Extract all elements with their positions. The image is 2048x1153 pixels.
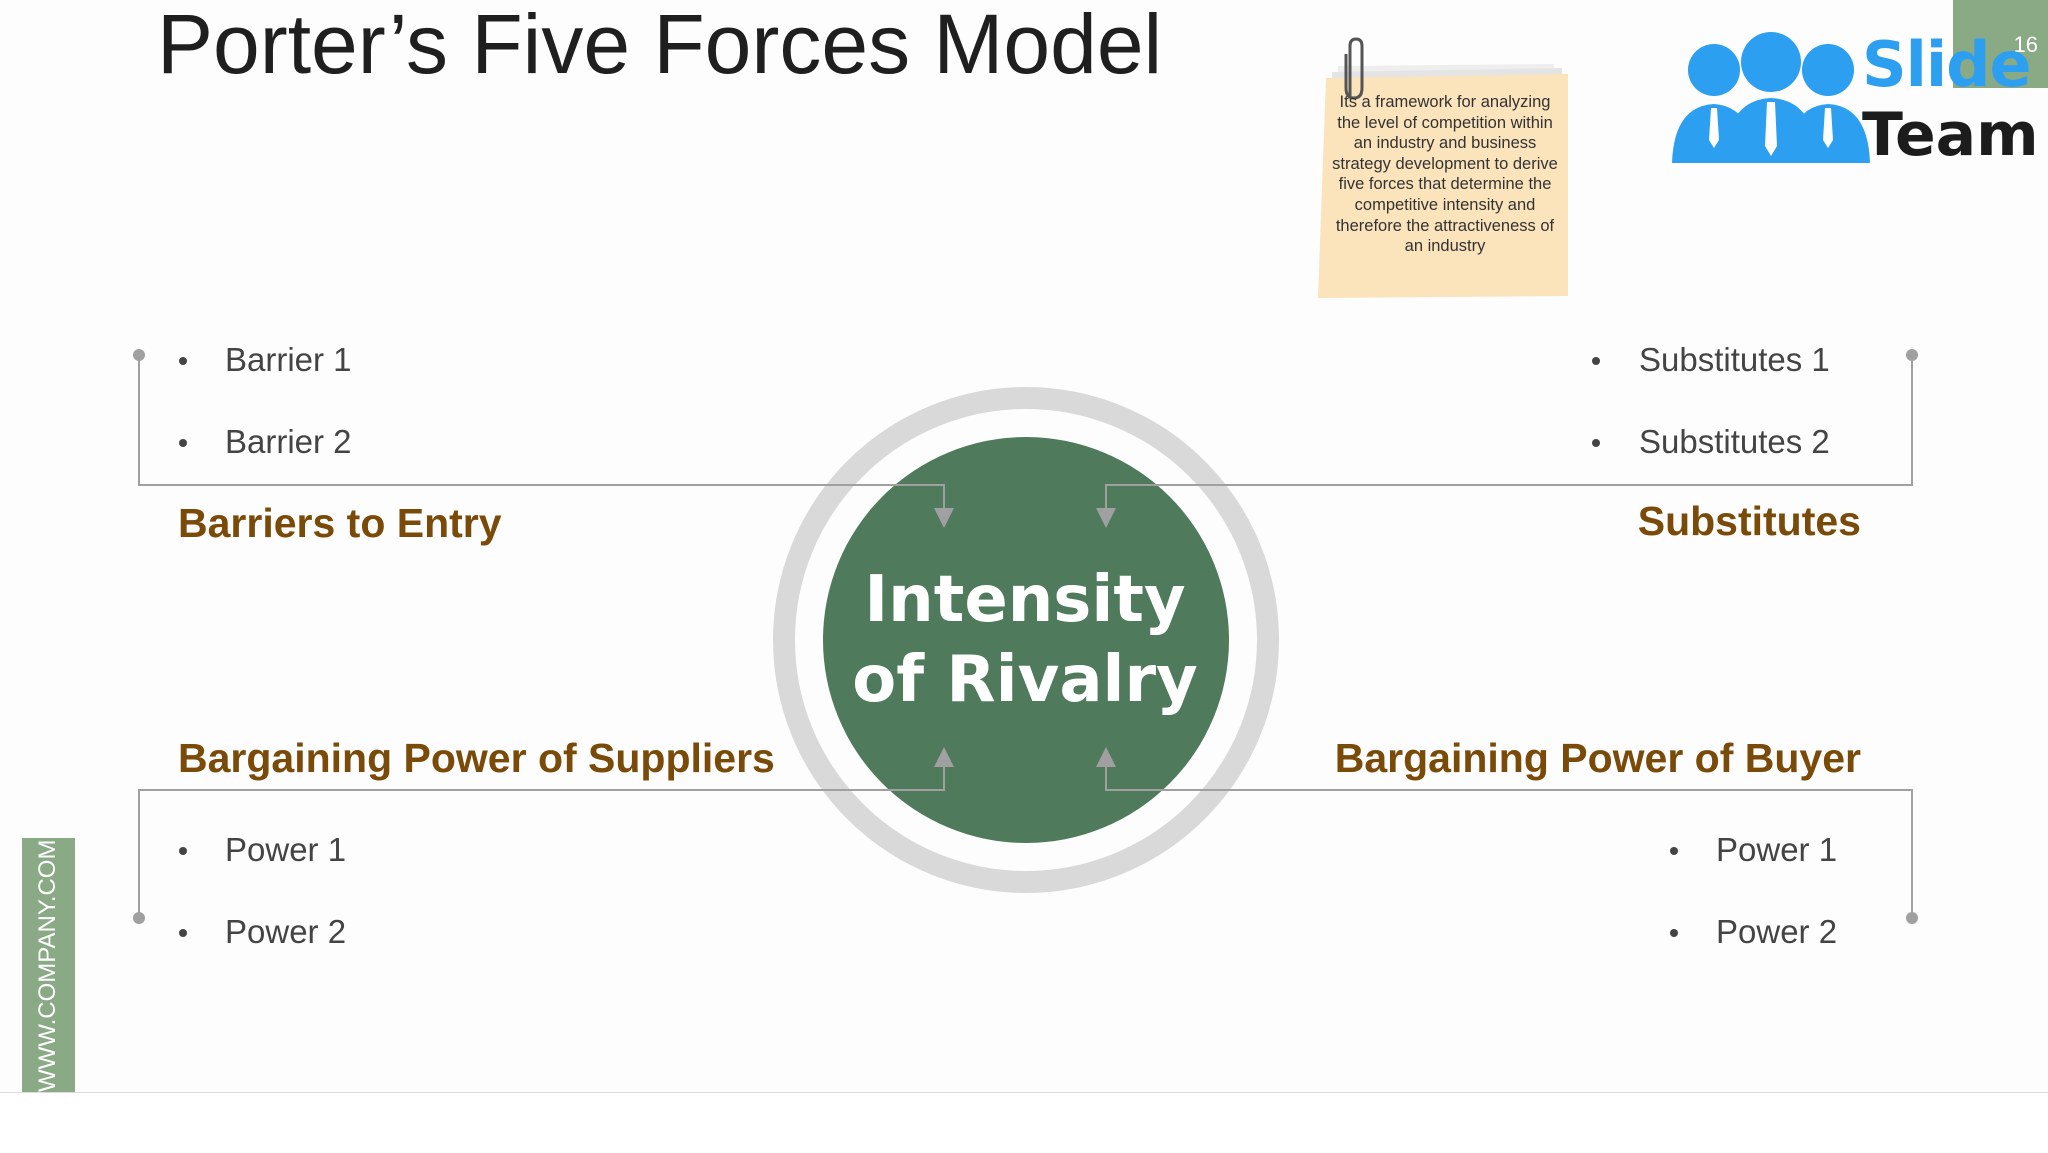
bullet-dot	[179, 439, 187, 447]
rivalry-line-2: of Rivalry	[852, 643, 1198, 717]
barrier-item-1: Barrier 1	[225, 341, 352, 378]
rivalry-circle	[823, 437, 1229, 843]
substitutes-item-2: Substitutes 2	[1639, 423, 1830, 460]
three-people-icon	[1672, 32, 1870, 163]
buyer-power-item-1: Power 1	[1716, 831, 1838, 868]
bullet-dot	[1670, 929, 1678, 937]
page-number: 16	[2013, 32, 2038, 57]
buyer-label: Bargaining Power of Buyer	[1334, 735, 1861, 781]
company-url: WWW.COMPANY.COM	[34, 839, 61, 1092]
substitutes-label: Substitutes	[1637, 498, 1861, 544]
rivalry-title: Intensity of Rivalry	[825, 560, 1225, 720]
barrier-item-2: Barrier 2	[225, 423, 352, 460]
rivalry-line-1: Intensity	[864, 563, 1186, 637]
bullet-dot	[179, 847, 187, 855]
buyer-power-item-2: Power 2	[1716, 913, 1838, 950]
sticky-note	[1318, 64, 1568, 298]
suppliers-label: Bargaining Power of Suppliers	[178, 735, 775, 781]
supplier-power-item-1: Power 1	[225, 831, 347, 868]
bottom-strip	[0, 1092, 2048, 1153]
bullet-dot	[1592, 357, 1600, 365]
paperclip-icon	[1344, 37, 1364, 100]
page-number-box: 16	[1953, 0, 2048, 88]
slide-canvas: Porter’s Five Forces Model 16 Slide Team…	[22, 0, 2048, 1092]
barriers-label: Barriers to Entry	[178, 500, 502, 546]
logo-team-text: Team	[1862, 100, 2039, 170]
outer-ring	[773, 387, 1279, 893]
side-band: WWW.COMPANY.COM	[22, 838, 75, 1092]
substitutes-item-1: Substitutes 1	[1639, 341, 1830, 378]
page-title: Porter’s Five Forces Model	[157, 0, 1163, 91]
bullet-dot	[179, 357, 187, 365]
logo-slide-text: Slide	[1862, 28, 2032, 101]
bullet-dot	[1592, 439, 1600, 447]
bullet-dot	[179, 929, 187, 937]
bullet-dot	[1670, 847, 1678, 855]
five-forces-diagram	[133, 349, 1918, 924]
supplier-power-item-2: Power 2	[225, 913, 347, 950]
note-text: Its a framework for analyzing the level …	[1332, 93, 1558, 256]
